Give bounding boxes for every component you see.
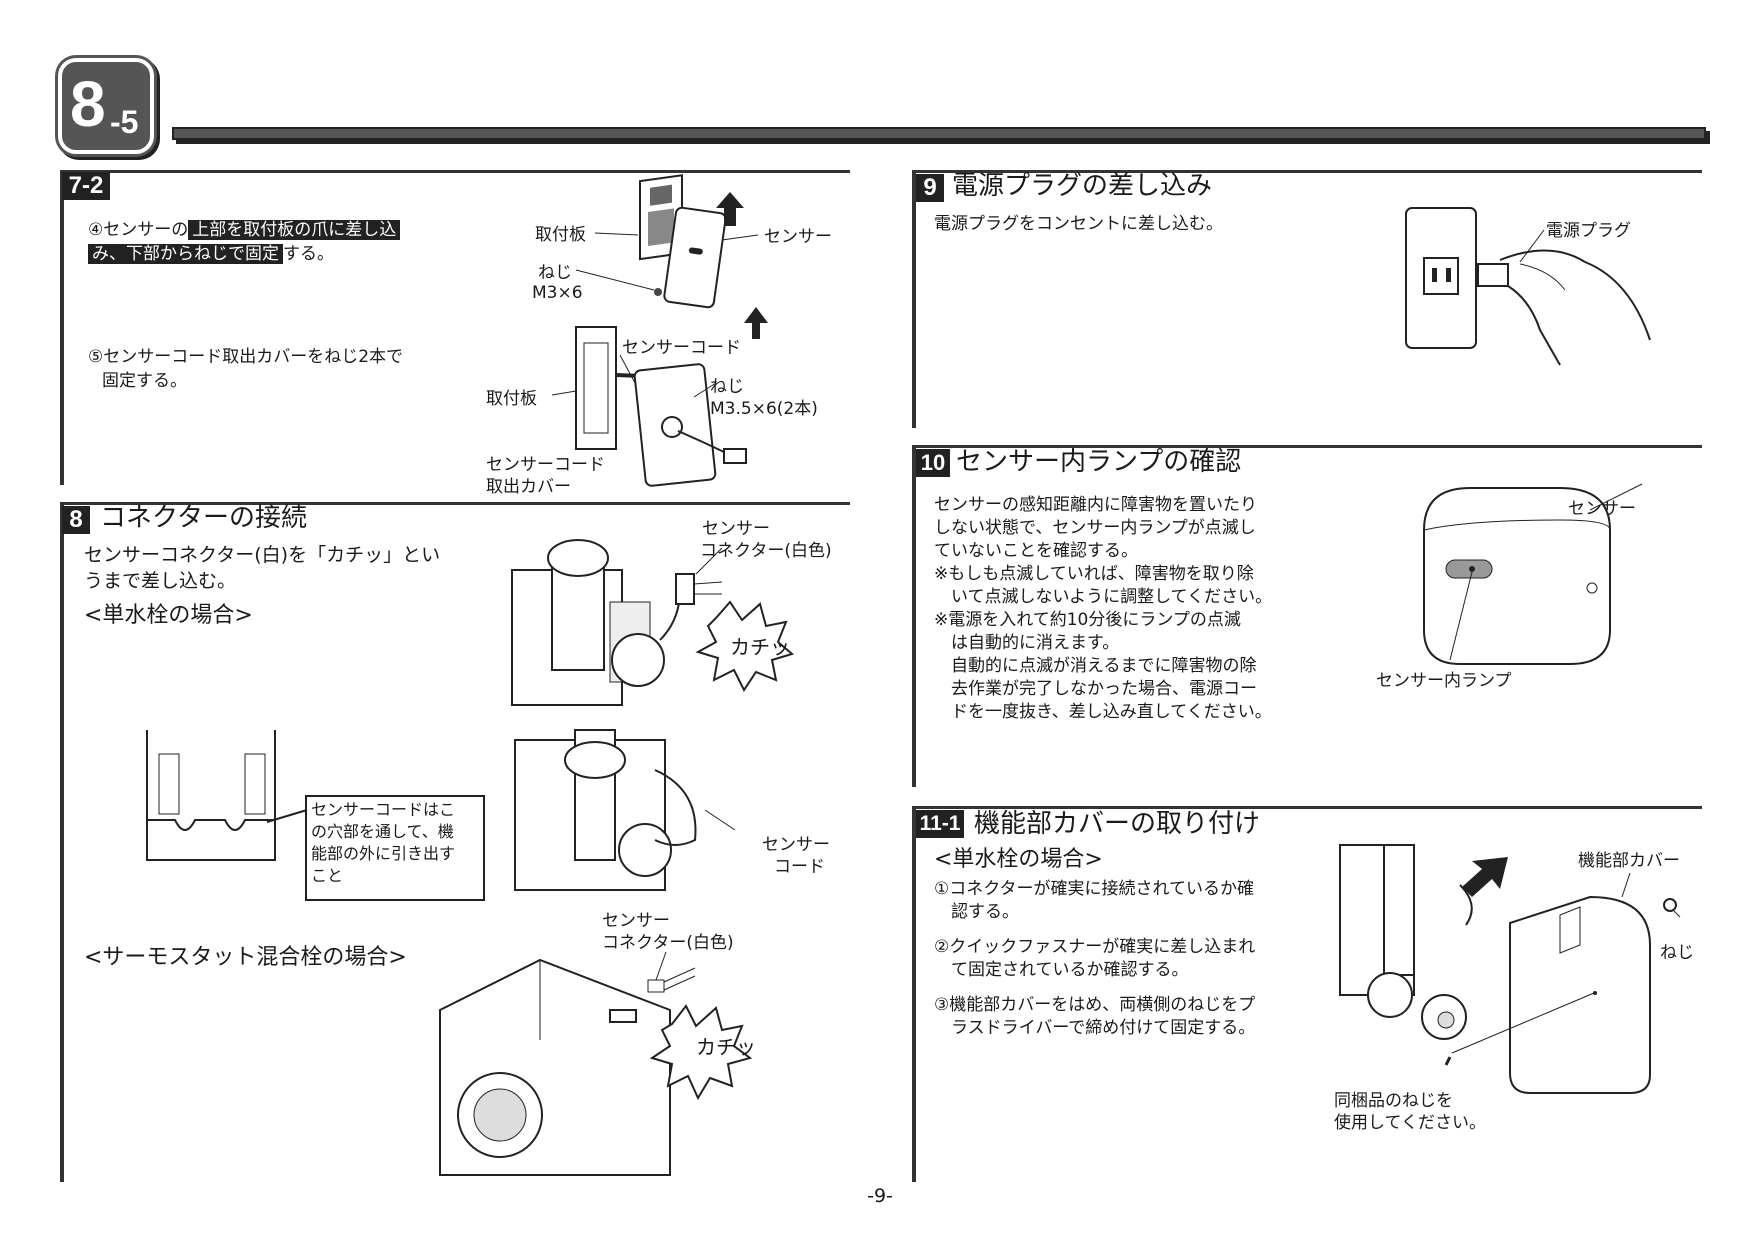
note-line-4: こと (311, 866, 344, 885)
label-cover-2: 取出カバー (486, 477, 571, 497)
step-5-line-1: ⑤センサーコード取出カバーをねじ2本で (88, 347, 404, 367)
label-screw-2: ねじ (710, 377, 744, 397)
cord-cover-figure (480, 307, 768, 485)
section-8-body-line-1: センサーコネクター(白)を「カチッ」とい (84, 544, 441, 566)
bracket-figure (145, 730, 285, 870)
section-title-11-1: 機能部カバーの取り付け (974, 809, 1261, 839)
label-thermo-conn-2: コネクター(白色) (602, 933, 734, 953)
s10-line: いて点滅しないように調整してください。 (934, 587, 1273, 607)
s10-line: 自動的に点滅が消えるまでに障害物の除 (934, 656, 1257, 676)
divider (60, 502, 850, 505)
label-screw-size-2: M3.5×6(2本) (710, 399, 818, 419)
section-tag-9: 9 (916, 174, 944, 202)
single-faucet-heading: <単水栓の場合> (84, 603, 253, 628)
section-badge: 8 -5 (58, 58, 154, 154)
bundled-screw-note-2: 使用してください。 (1334, 1113, 1486, 1133)
cover-install-figure (1330, 845, 1700, 1095)
label-screw: ねじ (538, 263, 572, 283)
section-tag-7-2: 7-2 (62, 172, 110, 200)
section-tag-8: 8 (62, 506, 90, 534)
badge-minor: -5 (110, 104, 139, 140)
connector-figure (480, 530, 840, 705)
s10-line: ※もしも点滅していれば、障害物を取り除 (934, 564, 1254, 584)
section-10-body: センサーの感知距離内に障害物を置いたり しない状態で、センサー内ランプが点滅し … (934, 494, 1272, 724)
step-4-prefix: ④センサーの (88, 220, 189, 240)
s11-step: ①コネクターが確実に接続されているか確 (934, 879, 1255, 899)
note-line-2: の穴部を通して、機 (311, 822, 454, 841)
label-cover-1: センサーコード (486, 455, 605, 475)
click-label-2: カチッ (696, 1035, 756, 1059)
single-faucet-heading-11: <単水栓の場合> (934, 847, 1103, 872)
power-plug-figure (1400, 200, 1660, 370)
note-line-1: センサーコードはこ (311, 800, 456, 819)
s10-line: ていないことを確認する。 (934, 541, 1138, 561)
divider (912, 170, 1702, 173)
s11-step: ②クイックファスナーが確実に差し込まれ (934, 937, 1256, 957)
divider (912, 445, 916, 787)
label-plate: 取付板 (535, 225, 586, 245)
label-sensor-cord: センサーコード (622, 338, 741, 358)
note-line-3: 能部の外に引き出す (311, 844, 456, 863)
divider (912, 445, 1702, 448)
divider (912, 806, 1702, 809)
section-title-10: センサー内ランプの確認 (956, 447, 1242, 477)
s10-line: 去作業が完了しなかった場合、電源コー (934, 679, 1257, 699)
divider (60, 170, 64, 485)
divider (912, 170, 916, 428)
step-4-highlight-1: 上部を取付板の爪に差し込 (188, 220, 401, 240)
label-cover: 機能部カバー (1578, 851, 1680, 871)
step-4-highlight-2: み、下部からねじで固定 (88, 244, 283, 264)
cord-routing-figure (495, 730, 755, 895)
label-sensor-box: センサー (1568, 499, 1636, 519)
thermostat-heading: <サーモスタット混合栓の場合> (84, 945, 407, 970)
step-5-line-2: 固定する。 (102, 371, 187, 391)
s11-step: ラスドライバーで締め付けて固定する。 (934, 1018, 1256, 1038)
cord-routing-note: センサーコードはこ の穴部を通して、機 能部の外に引き出す こと (305, 795, 485, 901)
s10-line: ドを一度抜き、差し込み直してください。 (934, 702, 1272, 722)
section-tag-11-1: 11-1 (916, 810, 964, 838)
label-screw-size: M3×6 (532, 283, 583, 303)
section-title-9: 電源プラグの差し込み (952, 171, 1213, 201)
label-sensor-lamp: センサー内ランプ (1376, 671, 1512, 691)
label-plate-2: 取付板 (486, 389, 537, 409)
note-pointer (262, 800, 312, 830)
step-4-suffix: する。 (283, 244, 334, 264)
header-rule (172, 127, 1706, 140)
s11-step: 認する。 (934, 902, 1019, 922)
s10-line: は自動的に消えます。 (934, 633, 1120, 653)
label-cord-1: センサー (762, 835, 830, 855)
section-tag-10: 10 (916, 449, 950, 477)
divider (912, 806, 916, 1182)
label-sensor: センサー (764, 227, 832, 247)
divider (60, 170, 850, 173)
section-9-body: 電源プラグをコンセントに差し込む。 (934, 214, 1223, 234)
section-11-steps: ①コネクターが確実に接続されているか確 認する。 ②クイックファスナーが確実に差… (934, 878, 1255, 1040)
page-number: -9- (867, 1185, 893, 1207)
s11-step: て固定されているか確認する。 (934, 960, 1189, 980)
s11-step: ③機能部カバーをはめ、両横側のねじをプ (934, 995, 1256, 1015)
label-connector-1: センサー (702, 519, 770, 539)
divider (60, 502, 64, 1182)
section-8-body: センサーコネクター(白)を「カチッ」とい うまで差し込む。 (84, 542, 440, 594)
thermostat-connector-figure (440, 940, 780, 1180)
s10-line: しない状態で、センサー内ランプが点滅し (934, 518, 1256, 538)
step-5: ⑤センサーコード取出カバーをねじ2本で 固定する。 (88, 345, 488, 393)
label-cord-2: コード (774, 857, 825, 877)
label-power-plug: 電源プラグ (1546, 221, 1631, 241)
s10-line: ※電源を入れて約10分後にランプの点滅 (934, 610, 1241, 630)
sensor-mount-figure (520, 180, 840, 310)
click-label-1: カチッ (730, 635, 790, 659)
bundled-screw-note-1: 同梱品のねじを (1334, 1091, 1453, 1111)
label-connector-2: コネクター(白色) (700, 541, 832, 561)
step-4: ④センサーの上部を取付板の爪に差し込 み、下部からねじで固定する。 (88, 218, 488, 266)
sensor-lamp-figure (1410, 480, 1660, 680)
section-8-body-line-2: うまで差し込む。 (84, 570, 237, 592)
s10-line: センサーの感知距離内に障害物を置いたり (934, 495, 1257, 515)
badge-major: 8 (70, 68, 106, 140)
label-thermo-conn-1: センサー (602, 911, 670, 931)
label-screw-11: ねじ (1660, 943, 1694, 963)
section-title-8: コネクターの接続 (100, 503, 307, 533)
